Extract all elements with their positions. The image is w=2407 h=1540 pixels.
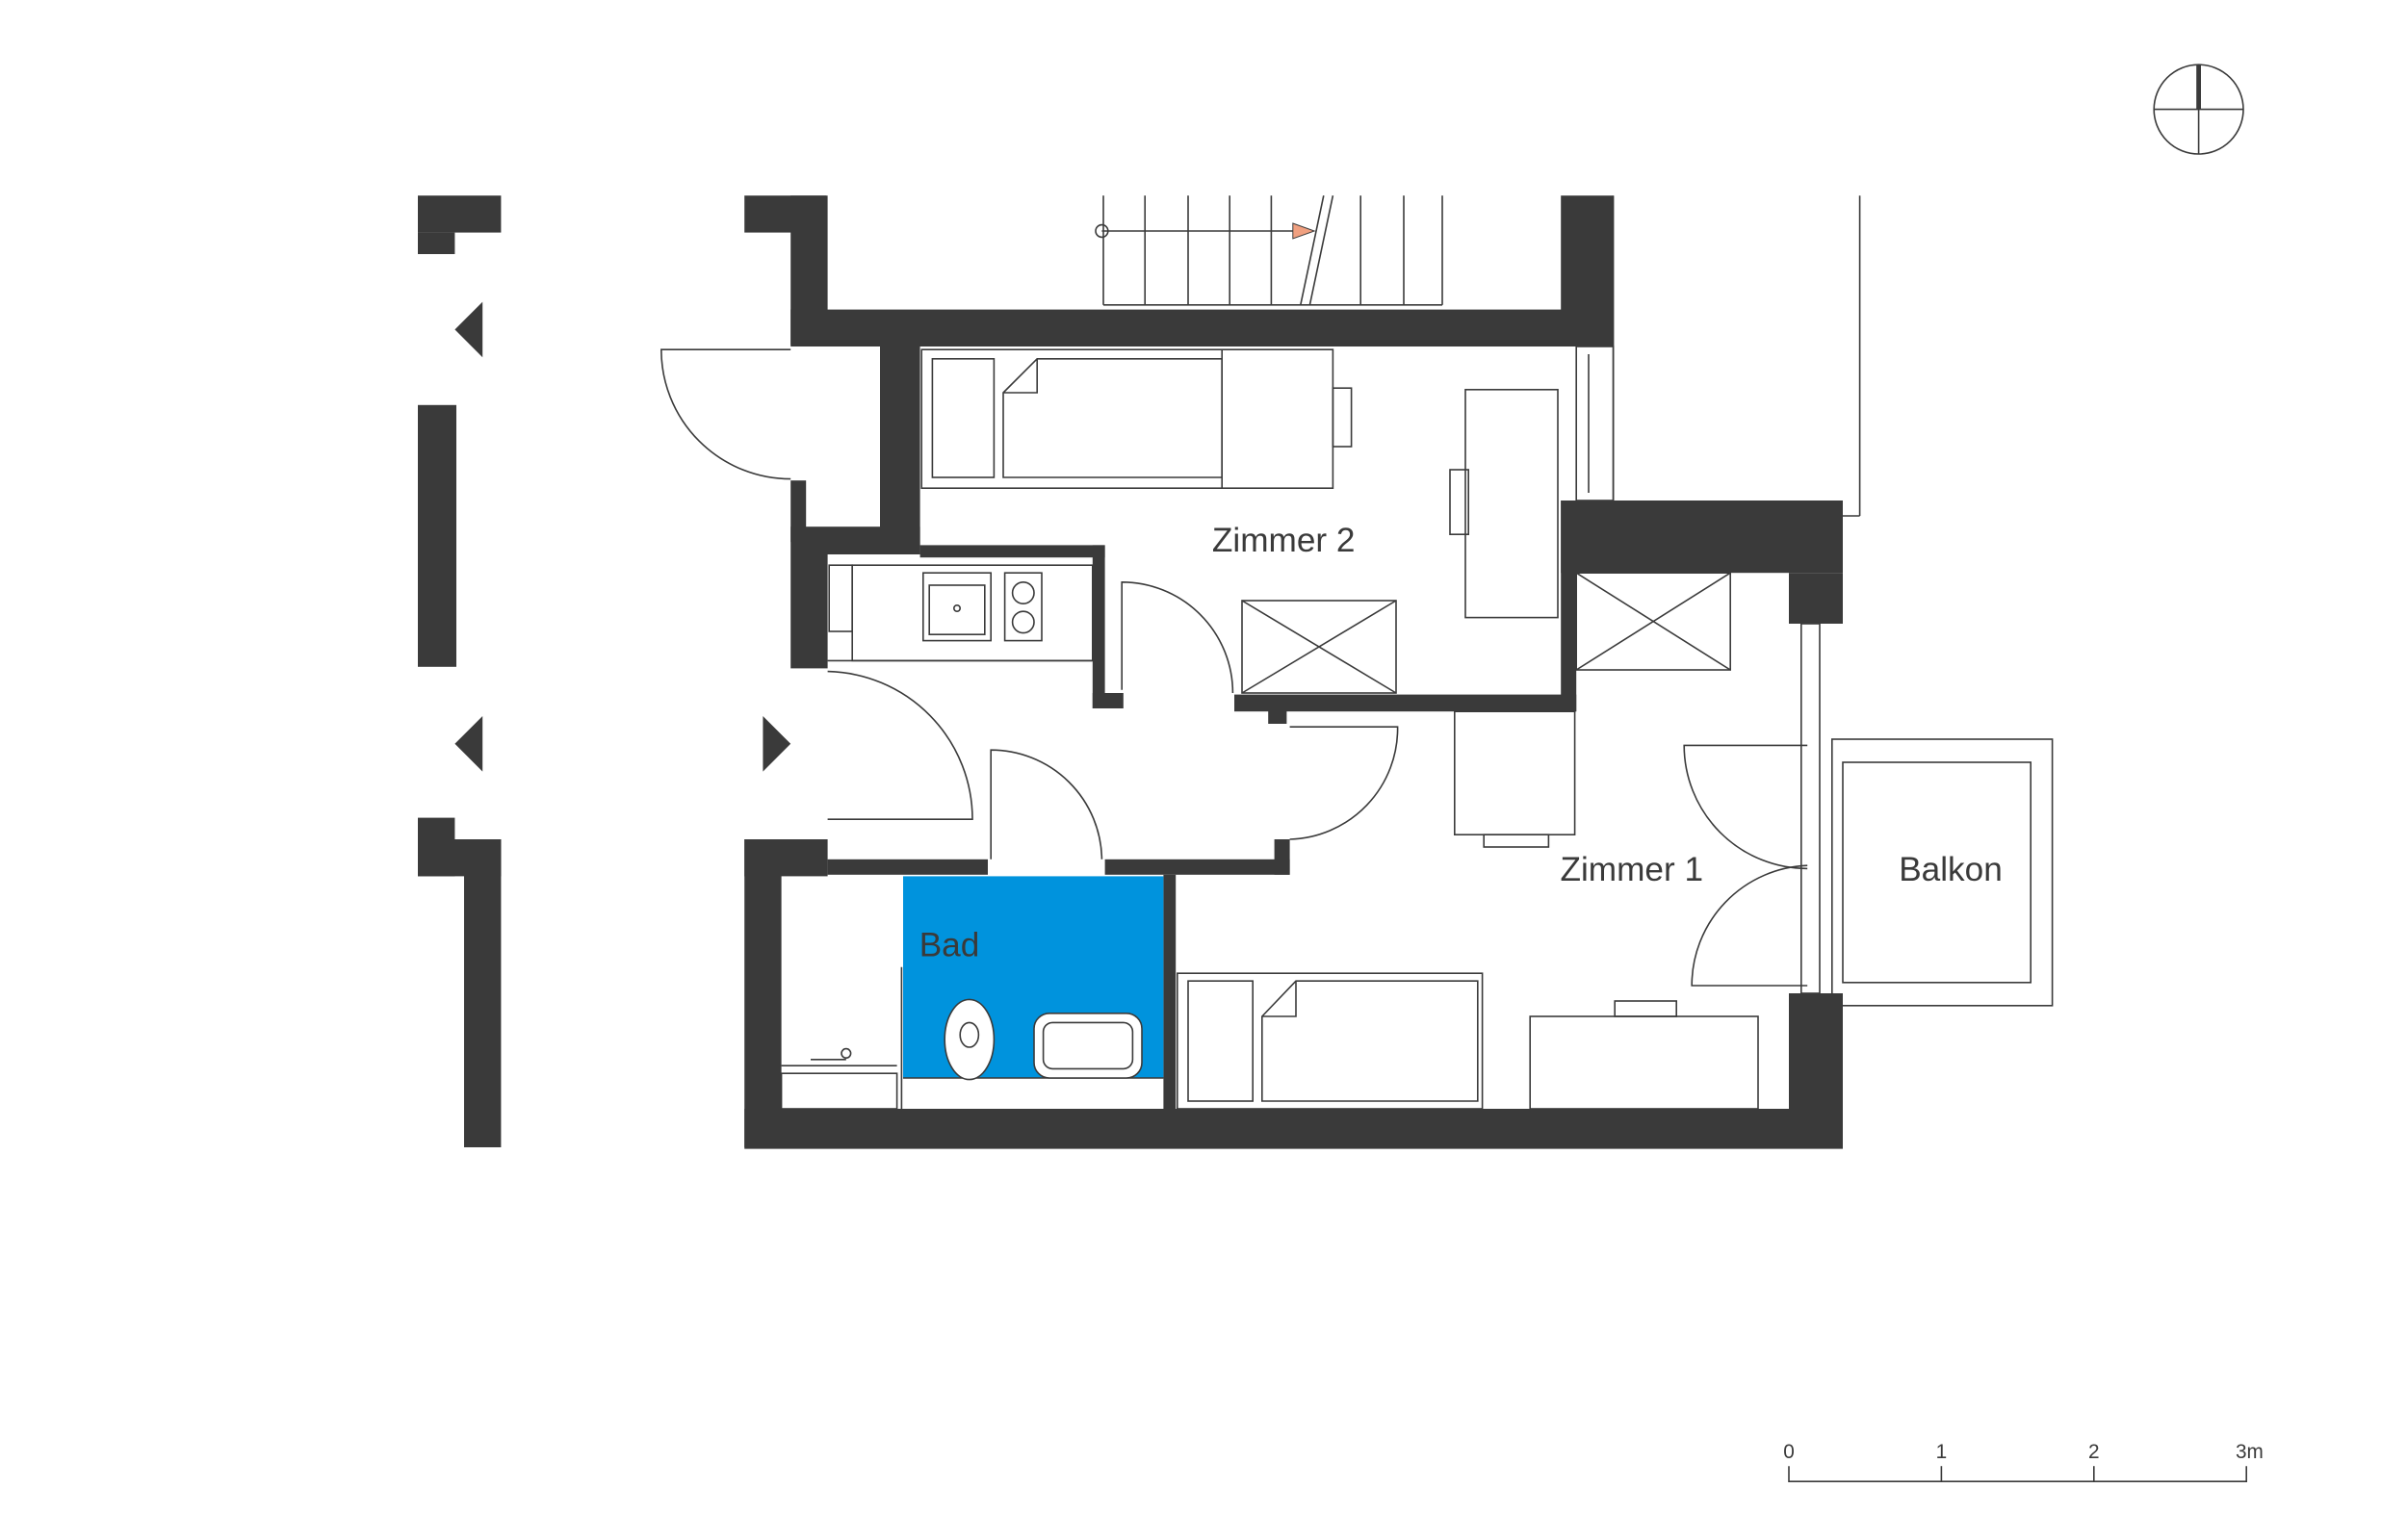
room-label-zimmer2: Zimmer 2 (1212, 522, 1356, 559)
window (1800, 623, 1821, 994)
balcony-door (1691, 864, 1808, 987)
entrance-arrow-icon (763, 716, 791, 772)
zimmer2-furniture: Zimmer 2 (920, 346, 1615, 694)
chair (1332, 387, 1353, 448)
balcony-door (1683, 744, 1808, 870)
stair-arrow-icon (1292, 222, 1316, 240)
bed (1177, 972, 1484, 1110)
bathroom-door (990, 749, 1103, 860)
wardrobe (1575, 572, 1731, 671)
corridor-door (827, 670, 973, 820)
bed (920, 348, 1334, 490)
zimmer1-door (1289, 726, 1399, 840)
entrance-door (660, 348, 791, 480)
chair (1614, 1000, 1677, 1017)
room-label-zimmer1: Zimmer 1 (1561, 851, 1704, 888)
desk (1454, 710, 1576, 835)
entrance-arrow-icon (454, 301, 483, 358)
staircase (1095, 195, 1443, 306)
kitchen (827, 564, 1094, 662)
facade-walls (418, 195, 791, 1147)
zimmer2-door (1121, 580, 1234, 694)
scale-label: 3m (2236, 1441, 2264, 1463)
scale-label: 0 (1783, 1441, 1795, 1463)
balcony: Balkon (1831, 738, 2054, 1007)
sink-icon (922, 572, 992, 642)
chair (1449, 469, 1470, 535)
storage-shelf (780, 1047, 898, 1110)
room-label-bad: Bad (919, 927, 980, 964)
doors (660, 348, 1808, 987)
washbasin-icon (1033, 1013, 1143, 1079)
window (1575, 346, 1615, 501)
desk (1529, 1015, 1759, 1110)
bathroom: Bad (900, 876, 1164, 1109)
room-label-balkon: Balkon (1899, 851, 2003, 888)
adjacent-building-outline (1612, 195, 1861, 517)
apartment-walls (744, 195, 1844, 1149)
entrance-arrow-icon (454, 716, 483, 772)
zimmer1-furniture: Zimmer 1 (1177, 572, 1821, 1110)
hob-icon (1003, 572, 1043, 642)
chair (1483, 834, 1550, 848)
scale-label: 2 (2088, 1441, 2100, 1463)
north-compass-icon (2153, 64, 2244, 155)
scale-label: 1 (1936, 1441, 1948, 1463)
scale-bar: 0 1 2 3m (1783, 1441, 2264, 1482)
wardrobe (1241, 600, 1397, 694)
desk (1464, 389, 1559, 619)
